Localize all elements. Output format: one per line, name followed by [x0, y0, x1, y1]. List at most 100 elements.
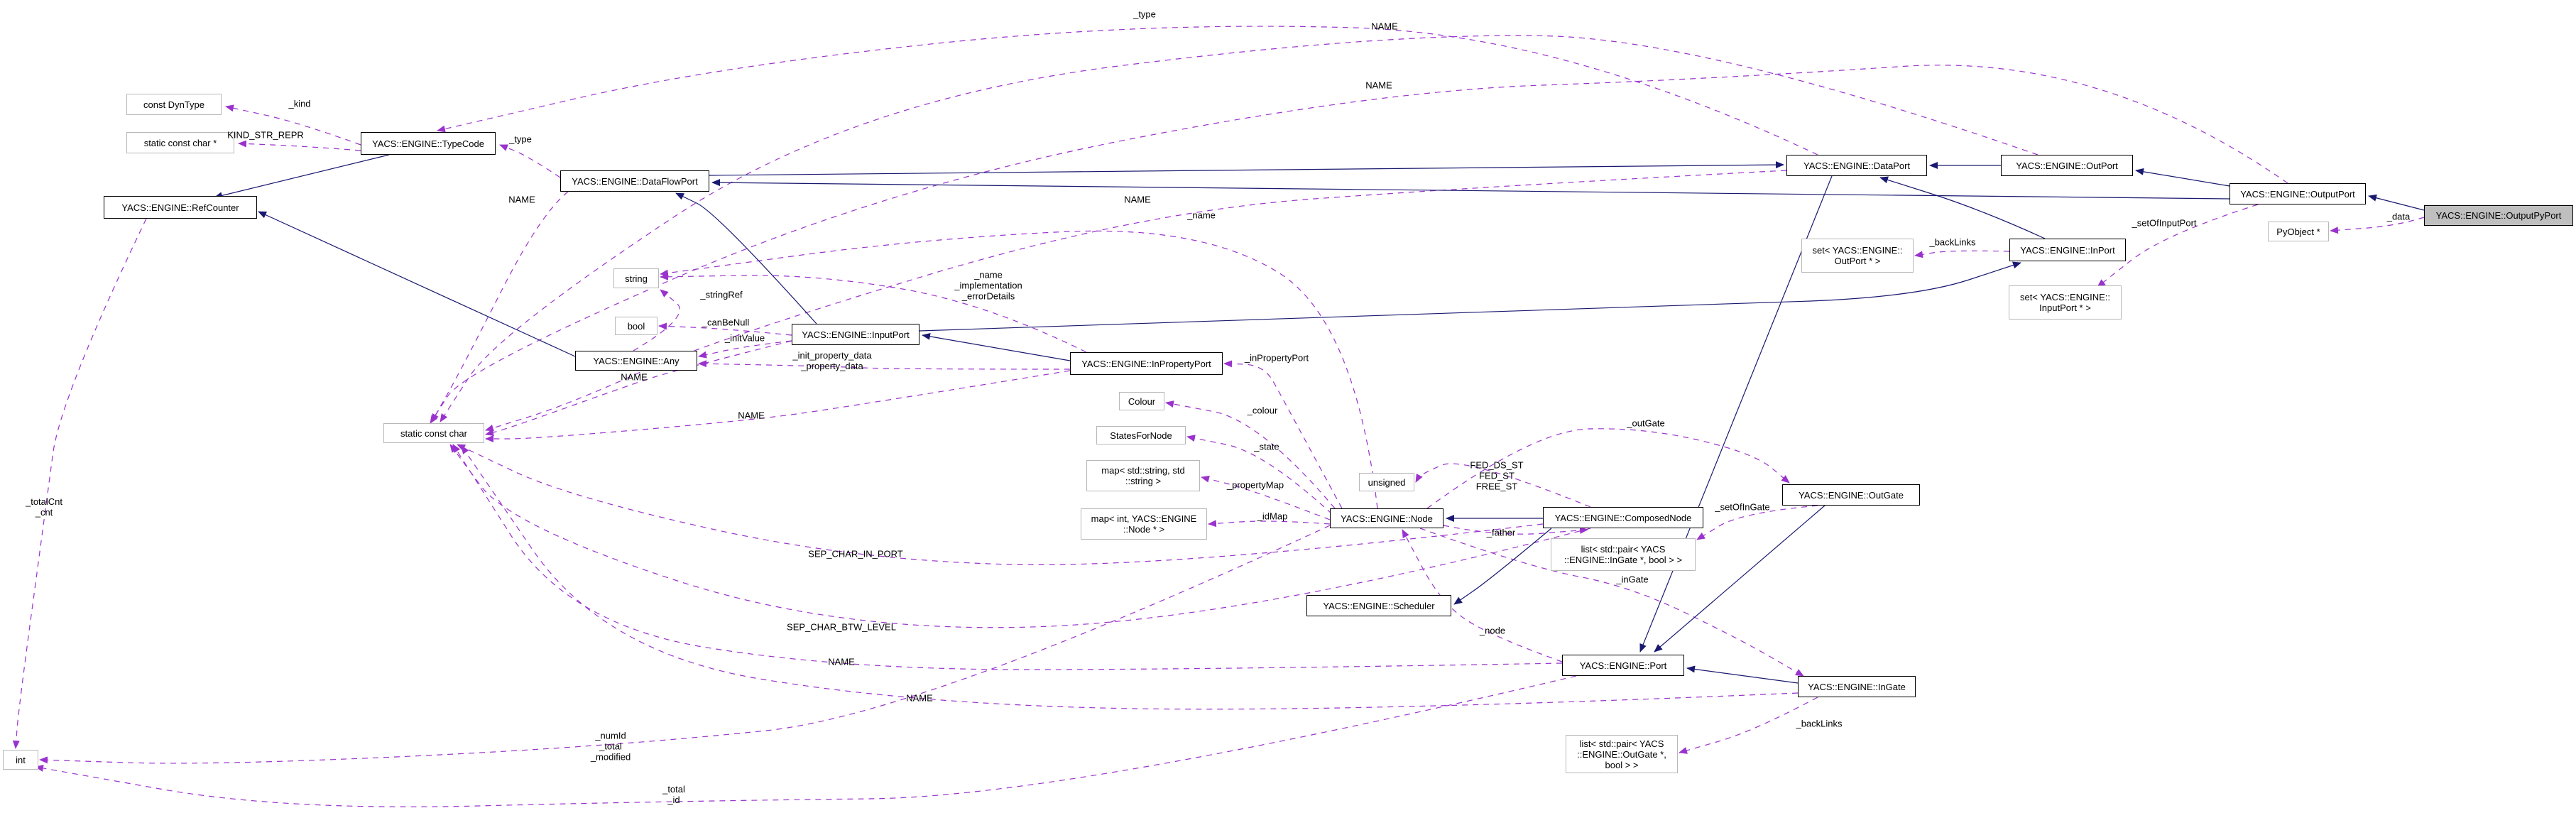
class-node-dataflowport[interactable]: YACS::ENGINE::DataFlowPort: [560, 170, 709, 192]
class-node-label: map< int, YACS::ENGINE: [1091, 513, 1197, 524]
class-node-any[interactable]: YACS::ENGINE::Any: [575, 351, 697, 371]
edge-inpropertyport-to-inputport: [922, 332, 1071, 361]
edge-outputport-to-set-inputport: [2097, 204, 2259, 288]
class-node-label: const DynType: [143, 99, 204, 110]
class-node-label: YACS::ENGINE::InPort: [2020, 244, 2115, 256]
class-node-label: YACS::ENGINE::DataPort: [1803, 160, 1911, 171]
edge-typecode-to-dyntype: [225, 104, 361, 146]
class-node-label: YACS::ENGINE::Scheduler: [1323, 600, 1435, 611]
edge-refcounter-to-int: [12, 218, 147, 749]
edge-inpropertyport-to-any: [698, 360, 1071, 370]
class-node-label: map< std::string, std: [1101, 465, 1185, 476]
class-node-label: list< std::pair< YACS: [1579, 738, 1664, 749]
class-node-label: StatesForNode: [1110, 430, 1172, 441]
class-node-label: set< YACS::ENGINE::: [2019, 292, 2111, 302]
class-node-typecode[interactable]: YACS::ENGINE::TypeCode: [361, 132, 496, 155]
class-node-static-const-char-ptr: static const char *: [126, 132, 234, 153]
class-node-outputport[interactable]: YACS::ENGINE::OutputPort: [2230, 183, 2366, 204]
class-node-int: int: [3, 750, 38, 770]
edge-outputpyport-to-outputport: [2368, 194, 2425, 211]
edge-composednode-to-scheduler: [1453, 528, 1552, 605]
class-node-label: unsigned: [1368, 476, 1406, 488]
class-node-label: YACS::ENGINE::OutputPort: [2240, 188, 2355, 200]
class-node-colour: Colour: [1119, 392, 1164, 410]
edge-dataport-to-typecode: [437, 26, 1818, 155]
class-node-label: YACS::ENGINE::OutGate: [1799, 489, 1904, 501]
class-node-dyntype: const DynType: [126, 94, 222, 115]
class-node-label: bool > >: [1605, 759, 1639, 770]
edge-outputport-to-dataflowport: [711, 179, 2230, 200]
edge-node-to-outgate: [1426, 428, 1790, 509]
edge-dataflowport-to-static-const-char: [431, 191, 569, 422]
class-node-list-outgate: list< std::pair< YACS::ENGINE::OutGate *…: [1566, 735, 1678, 773]
class-node-scheduler[interactable]: YACS::ENGINE::Scheduler: [1306, 595, 1451, 616]
edge-node-to-statesfornode: [1186, 435, 1333, 515]
class-node-unsigned: unsigned: [1359, 473, 1414, 491]
edge-inputport-to-static-const-char: [485, 340, 792, 436]
edge-outputport-to-static-const-char: [430, 65, 2288, 424]
edge-outgate-to-port: [1654, 505, 1825, 653]
class-node-label: int: [16, 754, 26, 765]
edge-dataport-to-static-const-char: [485, 170, 1787, 432]
edge-outputport-to-outport: [2135, 168, 2230, 187]
class-node-ingate[interactable]: YACS::ENGINE::InGate: [1798, 676, 1916, 697]
class-node-label: string: [625, 273, 648, 284]
class-node-list-ingate: list< std::pair< YACS::ENGINE::InGate *,…: [1551, 538, 1696, 571]
edge-node-to-inpropertyport: [1223, 360, 1343, 509]
edge-node-to-string: [660, 230, 1378, 509]
edge-inputport-to-dataflowport: [675, 192, 817, 324]
class-node-outputpyport: YACS::ENGINE::OutputPyPort: [2424, 205, 2573, 226]
class-node-label: OutPort * >: [1834, 256, 1881, 266]
edge-node-to-map-int-node: [1208, 520, 1331, 528]
edge-inport-to-set-outport: [1914, 250, 2010, 258]
edge-inport-to-dataport: [1879, 176, 2046, 239]
edge-ingate-to-static-const-char: [461, 445, 1799, 710]
class-node-label: YACS::ENGINE::DataFlowPort: [572, 175, 698, 187]
class-node-map-int-node: map< int, YACS::ENGINE::Node * >: [1081, 508, 1207, 540]
edge-node-to-map-string-string: [1201, 475, 1331, 520]
class-node-label: ::Node * >: [1123, 524, 1165, 535]
class-node-port[interactable]: YACS::ENGINE::Port: [1562, 655, 1684, 676]
class-node-inport[interactable]: YACS::ENGINE::InPort: [2009, 239, 2126, 261]
edge-inpropertyport-to-static-const-char: [485, 370, 1071, 442]
edge-inputport-to-inport: [919, 261, 2021, 332]
edge-node-to-ingate: [1419, 528, 1804, 677]
edge-outgate-to-list-ingate: [1696, 505, 1818, 540]
class-node-label: YACS::ENGINE::Port: [1579, 660, 1667, 671]
class-node-statesfornode: StatesForNode: [1096, 426, 1186, 444]
class-node-label: InputPort * >: [2039, 302, 2091, 313]
class-node-label: set< YACS::ENGINE::: [1812, 245, 1903, 256]
class-node-label: ::ENGINE::OutGate *,: [1577, 748, 1666, 760]
class-node-outgate[interactable]: YACS::ENGINE::OutGate: [1782, 484, 1920, 506]
class-node-label: YACS::ENGINE::ComposedNode: [1554, 512, 1692, 523]
class-node-dataport[interactable]: YACS::ENGINE::DataPort: [1786, 155, 1927, 176]
class-node-composednode[interactable]: YACS::ENGINE::ComposedNode: [1543, 507, 1703, 528]
edge-port-to-int: [35, 675, 1577, 807]
class-node-inputport[interactable]: YACS::ENGINE::InputPort: [792, 324, 919, 345]
class-node-label: ::string >: [1125, 476, 1162, 486]
class-node-node[interactable]: YACS::ENGINE::Node: [1330, 508, 1443, 528]
class-node-label: list< std::pair< YACS: [1581, 544, 1666, 555]
edge-composednode-to-unsigned: [1415, 463, 1591, 508]
class-node-refcounter[interactable]: YACS::ENGINE::RefCounter: [104, 196, 257, 219]
class-node-set-inputport: set< YACS::ENGINE::InputPort * >: [2009, 285, 2122, 320]
edge-composednode-to-static-const-char: [457, 444, 1544, 565]
class-node-label: YACS::ENGINE::OutPort: [2016, 160, 2118, 171]
edge-ingate-to-port: [1686, 665, 1799, 684]
edge-node-to-composednode: [1443, 525, 1588, 535]
edge-node-to-colour: [1165, 400, 1336, 509]
class-node-inpropertyport[interactable]: YACS::ENGINE::InPropertyPort: [1070, 352, 1223, 375]
class-node-bool: bool: [615, 317, 657, 335]
class-node-label: static const char: [400, 427, 467, 439]
class-node-label: YACS::ENGINE::TypeCode: [372, 138, 484, 149]
edge-any-to-string: [633, 289, 680, 351]
class-node-label: YACS::ENGINE::Any: [593, 355, 680, 366]
class-node-outport[interactable]: YACS::ENGINE::OutPort: [2001, 155, 2133, 176]
edge-ingate-to-list-outgate: [1679, 697, 1818, 754]
class-node-label: Colour: [1128, 395, 1156, 407]
class-node-static-const-char: static const char: [383, 423, 484, 443]
edge-inputport-to-bool: [658, 322, 792, 336]
edge-composednode-to-static-const-char: [449, 444, 1591, 628]
